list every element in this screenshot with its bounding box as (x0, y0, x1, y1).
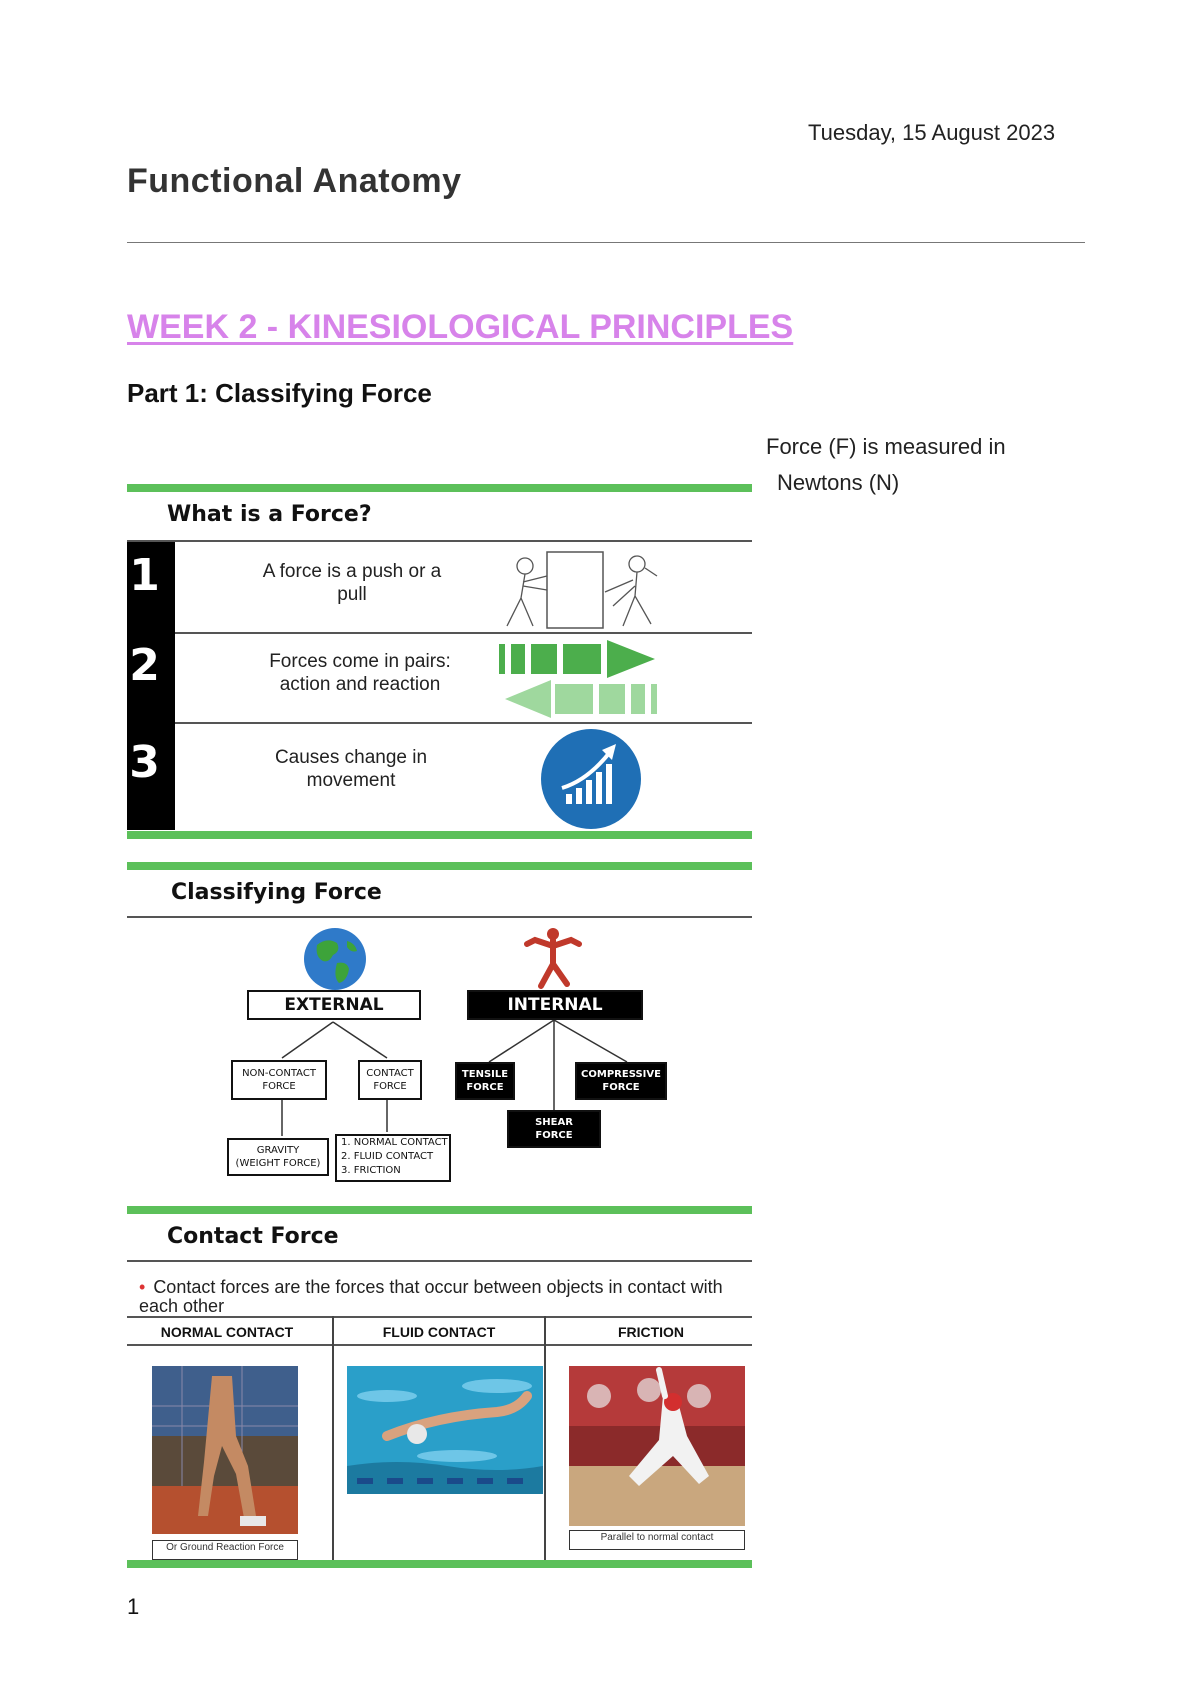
contact-line1: CONTACT (366, 1068, 414, 1079)
non-contact-line1: NON-CONTACT (242, 1068, 316, 1079)
slide-title: What is a Force? (167, 502, 372, 527)
row-2-line2: action and reaction (279, 674, 441, 695)
slide-top-bar (127, 484, 752, 492)
slide-classifying-force: Classifying Force EXTERNAL INTERNAL NON-… (127, 862, 752, 1192)
col-header-fluid-contact: FLUID CONTACT (382, 1324, 496, 1340)
bullet-dot-icon: • (139, 1277, 146, 1297)
slide-title: Contact Force (167, 1224, 339, 1249)
contact-force-box: CONTACT FORCE (358, 1060, 422, 1100)
slide-rule (127, 540, 752, 542)
side-note-line1: Force (F) is measured in (766, 434, 1006, 459)
part-heading: Part 1: Classifying Force (127, 378, 432, 408)
caption-normal-contact: Or Ground Reaction Force (152, 1540, 298, 1560)
row-text-3: Causes change in movement (221, 746, 481, 792)
table-top-rule (127, 1316, 752, 1318)
gravity-line2: (WEIGHT FORCE) (235, 1158, 321, 1169)
column-divider (332, 1316, 334, 1560)
slide-rule (127, 916, 752, 918)
compressive-force-box: COMPRESSIVE FORCE (575, 1062, 667, 1100)
document-title: Functional Anatomy (127, 162, 462, 200)
slide-what-is-a-force: What is a Force? 1 A force is a push or … (127, 484, 752, 839)
muscle-figure-icon (524, 928, 582, 989)
force-tree-lines (281, 1019, 628, 1136)
side-note-line2: Newtons (N) (777, 470, 900, 495)
globe-icon (304, 928, 366, 990)
bullet-text: •Contact forces are the forces that occu… (139, 1278, 729, 1316)
page-number: 1 (127, 1594, 140, 1619)
bullet-content: Contact forces are the forces that occur… (139, 1277, 723, 1316)
title-divider (127, 242, 1085, 243)
tensile-line1: TENSILE (461, 1069, 509, 1080)
table-header-rule (127, 1344, 752, 1346)
row-1-line2: pull (337, 584, 367, 605)
contact-types-box: 1. NORMAL CONTACT 2. FLUID CONTACT 3. FR… (335, 1134, 451, 1182)
row-2-line1: Forces come in pairs: (269, 651, 451, 672)
caption-friction: Parallel to normal contact (569, 1530, 745, 1550)
row-1-line1: A force is a push or a (262, 561, 442, 582)
row-text-1: A force is a push or a pull (222, 560, 482, 606)
gravity-line1: GRAVITY (256, 1145, 300, 1156)
slide-top-bar (127, 1206, 752, 1214)
slide-title: Classifying Force (171, 880, 382, 905)
shear-line1: SHEAR (535, 1117, 573, 1128)
arrows-pair-icon (499, 640, 657, 718)
row-3-line1: Causes change in (274, 747, 428, 768)
contact-type-3: 3. FRICTION (341, 1165, 401, 1176)
row-divider (175, 632, 752, 634)
contact-type-1: 1. NORMAL CONTACT (341, 1137, 448, 1148)
compressive-line2: FORCE (602, 1082, 640, 1093)
number-column (127, 542, 175, 830)
contact-line2: FORCE (373, 1081, 407, 1092)
slide-contact-force: Contact Force •Contact forces are the fo… (127, 1206, 752, 1568)
document-date: Tuesday, 15 August 2023 (808, 120, 1056, 145)
slide-rule (127, 1260, 752, 1262)
contact-type-2: 2. FLUID CONTACT (341, 1151, 434, 1162)
row-text-2: Forces come in pairs: action and reactio… (230, 650, 490, 696)
slide-bottom-bar (127, 831, 752, 839)
external-box: EXTERNAL (247, 990, 421, 1020)
row-number-2: 2 (129, 640, 160, 691)
gravity-box: GRAVITY (WEIGHT FORCE) (227, 1138, 329, 1176)
compressive-line1: COMPRESSIVE (581, 1069, 661, 1080)
growth-chart-icon (541, 729, 641, 829)
row-number-1: 1 (129, 550, 160, 601)
non-contact-line2: FORCE (262, 1081, 296, 1092)
runner-photo (152, 1366, 298, 1534)
col-header-normal-contact: NORMAL CONTACT (160, 1324, 294, 1340)
shear-line2: FORCE (535, 1130, 573, 1141)
non-contact-force-box: NON-CONTACT FORCE (231, 1060, 327, 1100)
push-pull-icon (506, 551, 658, 629)
tensile-force-box: TENSILE FORCE (455, 1062, 515, 1100)
shear-force-box: SHEAR FORCE (507, 1110, 601, 1148)
column-divider (544, 1316, 546, 1560)
swimmer-photo (347, 1366, 543, 1494)
row-number-3: 3 (129, 737, 160, 788)
internal-box: INTERNAL (467, 990, 643, 1020)
row-divider (175, 722, 752, 724)
slide-bottom-bar (127, 1560, 752, 1568)
week-heading[interactable]: WEEK 2 - KINESIOLOGICAL PRINCIPLES (127, 308, 794, 346)
baseball-slide-photo (569, 1366, 745, 1526)
tensile-line2: FORCE (466, 1082, 504, 1093)
slide-top-bar (127, 862, 752, 870)
row-3-line2: movement (306, 770, 396, 791)
col-header-friction: FRICTION (617, 1324, 685, 1340)
